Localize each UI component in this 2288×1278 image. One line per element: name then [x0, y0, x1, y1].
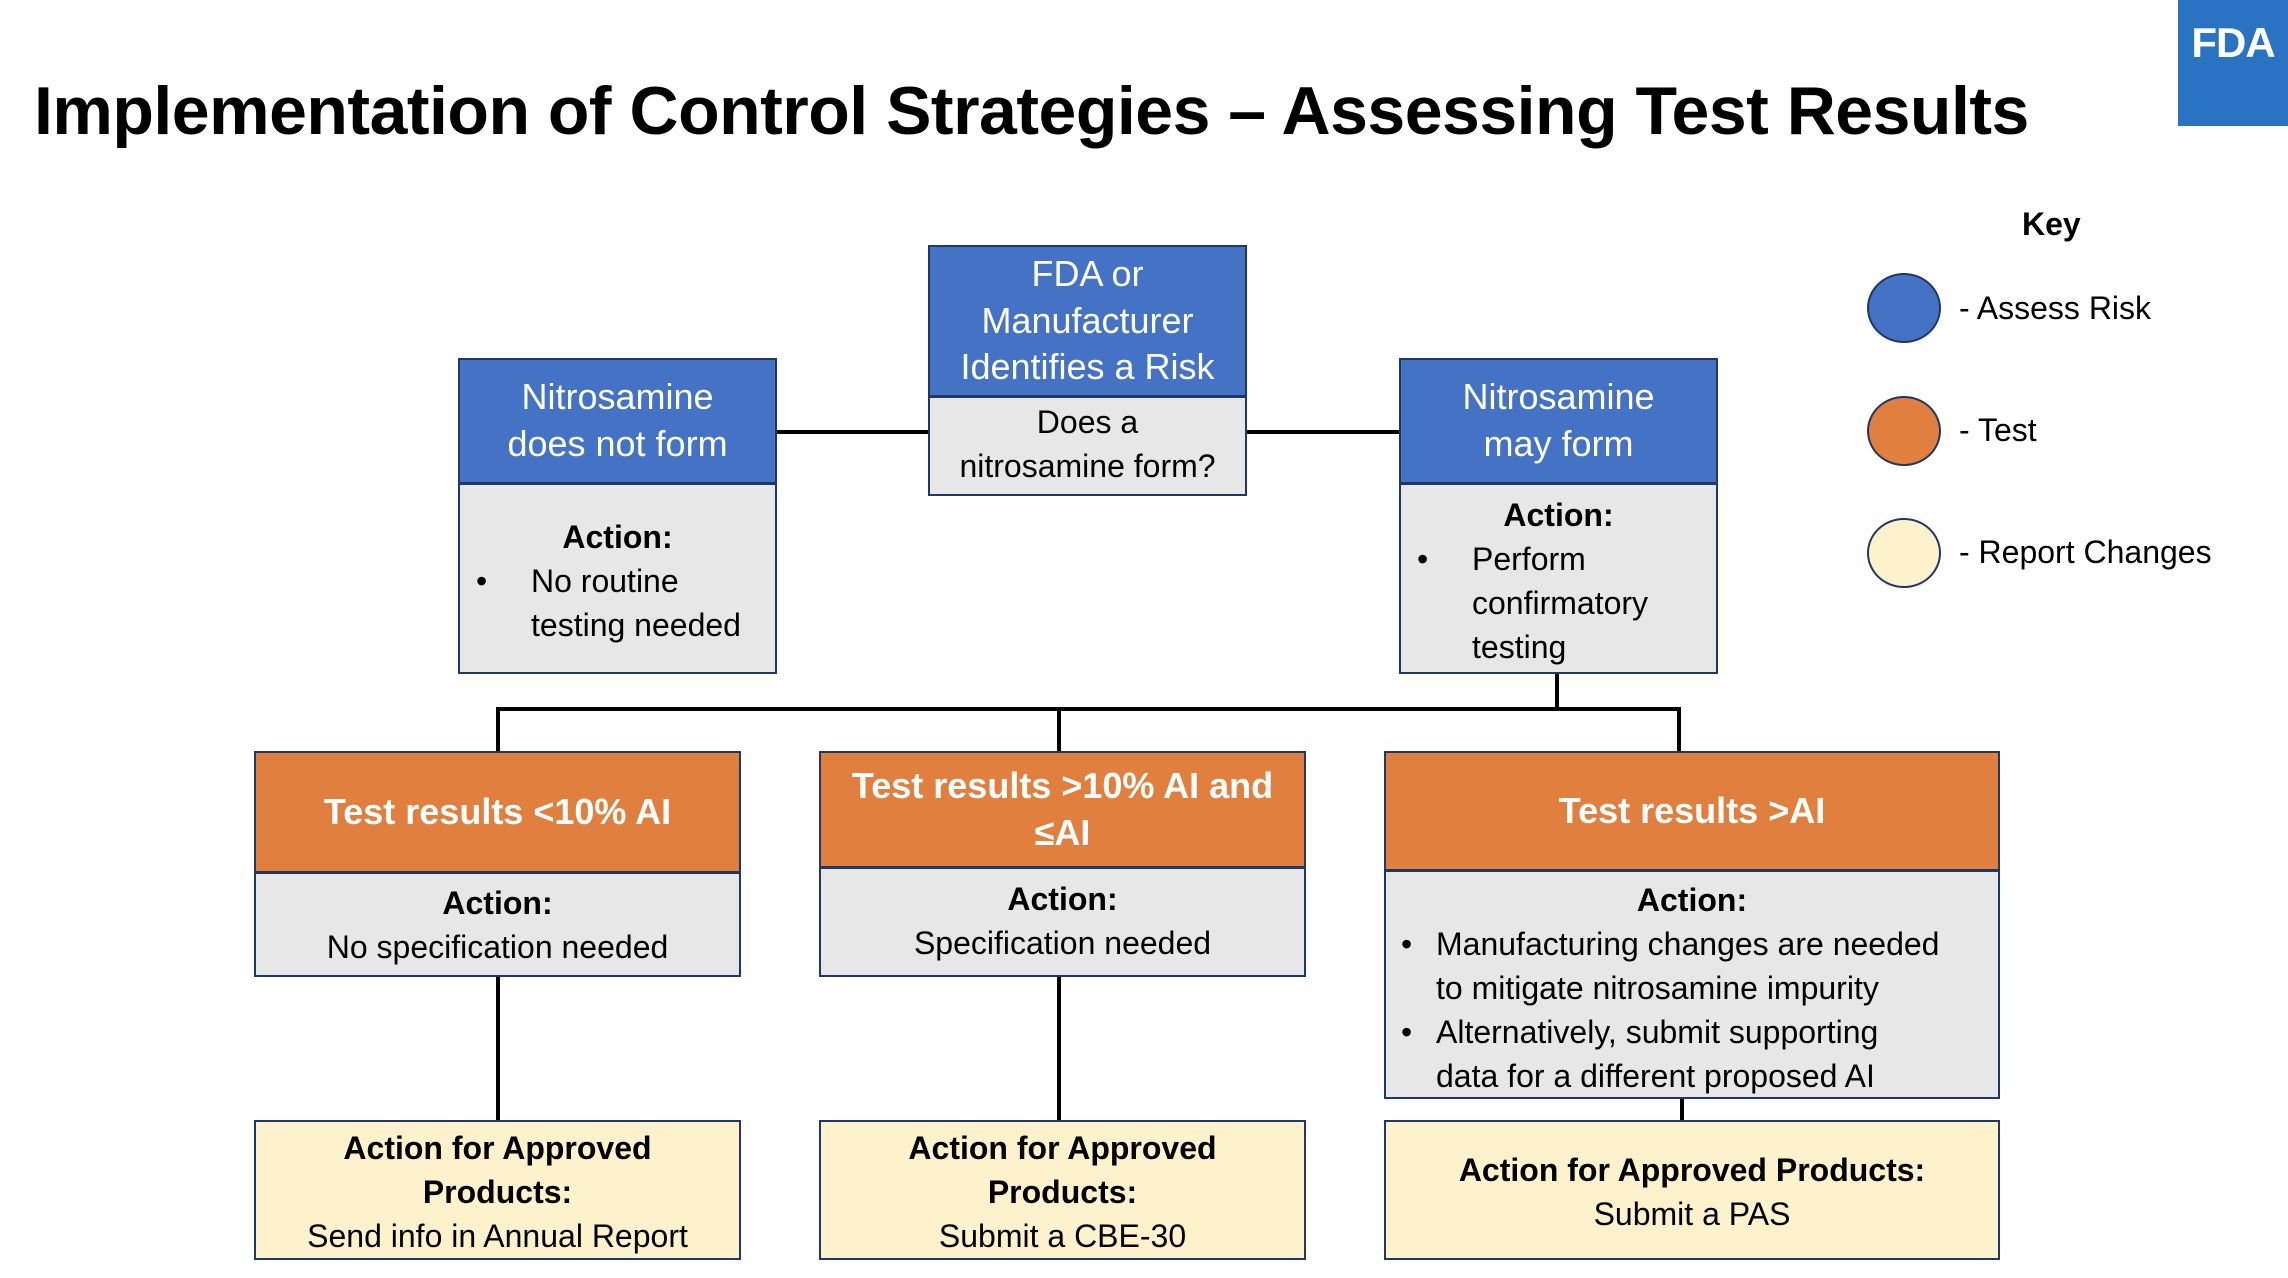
bullet-dot: •: [1417, 541, 1429, 577]
report-text: Submit a PAS: [1593, 1196, 1791, 1232]
question-line: nitrosamine form?: [959, 448, 1216, 484]
header-line: Manufacturer: [981, 299, 1194, 341]
nitrosamine-does-not-form-header: Nitrosamine does not form: [460, 360, 775, 485]
header-line: does not form: [507, 423, 728, 464]
nitrosamine-does-not-form-box: Nitrosamine does not form Action: • No r…: [458, 358, 777, 674]
assess-risk-label: - Assess Risk: [1959, 290, 2152, 326]
header-line: ≤AI: [1034, 811, 1091, 853]
risk-question: Does a nitrosamine form?: [930, 398, 1245, 488]
page-title: Implementation of Control Strategies – A…: [34, 73, 2029, 149]
assess-risk-swatch: [1867, 273, 1941, 343]
action-label: Action:: [562, 519, 673, 555]
bullet-line: confirmatory: [1472, 585, 1649, 621]
header-line: may form: [1483, 423, 1634, 464]
action-bullet: • Manufacturing changes are needed to mi…: [1386, 922, 1998, 1010]
report-high-box: Action for Approved Products: Submit a P…: [1384, 1120, 2000, 1260]
risk-identification-box: FDA or Manufacturer Identifies a Risk Do…: [928, 245, 1247, 496]
report-low-box: Action for Approved Products: Send info …: [254, 1120, 741, 1260]
action-bullet: • Alternatively, submit supporting data …: [1386, 1010, 1998, 1098]
left-action: Action: • No routine testing needed: [460, 485, 775, 647]
connector-to-low: [496, 707, 500, 753]
header-line: Nitrosamine: [1462, 376, 1655, 418]
connector-to-high: [1677, 707, 1681, 753]
bullet-line: Manufacturing changes are needed: [1436, 926, 1940, 962]
right-action: Action: • Perform confirmatory testing: [1401, 485, 1716, 669]
report-low-content: Action for Approved Products: Send info …: [256, 1126, 739, 1258]
test-high-action: Action: • Manufacturing changes are need…: [1386, 872, 1998, 1098]
header-line: Test results >10% AI and: [851, 764, 1274, 806]
bullet-line: data for a different proposed AI: [1436, 1058, 1875, 1094]
test-results-low-box: Test results <10% AI Action: No specific…: [254, 751, 741, 977]
action-bullet: • Perform confirmatory testing: [1401, 537, 1716, 669]
connector-high-report: [1680, 1097, 1684, 1121]
bullet-line: testing needed: [531, 607, 741, 643]
header-line: Nitrosamine: [521, 376, 714, 418]
question-line: Does a: [1036, 404, 1139, 440]
report-text: Send info in Annual Report: [307, 1218, 688, 1254]
bullet-line: Perform: [1472, 541, 1586, 577]
connector-to-mid: [1057, 707, 1061, 753]
report-label-line: Action for Approved: [343, 1130, 652, 1166]
connector-horizontal-bus: [496, 707, 1681, 711]
bullet-line: testing: [1472, 629, 1567, 665]
bullet-line: No routine: [531, 563, 679, 599]
connector-center-left: [776, 430, 928, 434]
header-line: Identifies a Risk: [960, 346, 1215, 388]
bullet-dot: •: [476, 563, 488, 599]
nitrosamine-may-form-box: Nitrosamine may form Action: • Perform c…: [1399, 358, 1718, 674]
action-text: Specification needed: [913, 925, 1212, 961]
connector-right-down: [1555, 673, 1559, 710]
action-text: No specification needed: [326, 929, 669, 965]
bullet-dot: •: [1401, 926, 1413, 962]
report-high-content: Action for Approved Products: Submit a P…: [1386, 1148, 1998, 1236]
risk-identification-header: FDA or Manufacturer Identifies a Risk: [930, 247, 1245, 398]
connector-center-right: [1245, 430, 1401, 434]
report-mid-box: Action for Approved Products: Submit a C…: [819, 1120, 1306, 1260]
report-label-line: Action for Approved: [908, 1130, 1217, 1166]
report-text: Submit a CBE-30: [938, 1218, 1187, 1254]
bullet-line: to mitigate nitrosamine impurity: [1436, 970, 1879, 1006]
report-label: Action for Approved Products:: [1458, 1152, 1926, 1188]
fda-logo: FDA: [2178, 0, 2288, 126]
report-label-line: Products:: [422, 1174, 573, 1210]
bullet-dot: •: [1401, 1014, 1413, 1050]
test-results-high-box: Test results >AI Action: • Manufacturing…: [1384, 751, 2000, 1099]
action-label: Action:: [1007, 881, 1118, 917]
key-title: Key: [2022, 206, 2081, 242]
test-low-action: Action: No specification needed: [256, 874, 739, 969]
report-mid-content: Action for Approved Products: Submit a C…: [821, 1126, 1304, 1258]
connector-low-report: [496, 975, 500, 1121]
header-line: FDA or: [1031, 252, 1144, 294]
action-bullet: • No routine testing needed: [460, 559, 775, 647]
report-label-line: Products:: [987, 1174, 1138, 1210]
test-results-high-header: Test results >AI: [1386, 753, 1998, 872]
action-label: Action:: [1503, 497, 1614, 533]
connector-mid-report: [1057, 975, 1061, 1121]
test-label: - Test: [1959, 412, 2037, 448]
test-results-low-header: Test results <10% AI: [256, 753, 739, 874]
action-label: Action:: [442, 885, 553, 921]
test-swatch: [1867, 396, 1941, 466]
test-results-mid-box: Test results >10% AI and ≤AI Action: Spe…: [819, 751, 1306, 977]
action-label: Action:: [1636, 882, 1748, 918]
bullet-line: Alternatively, submit supporting: [1436, 1014, 1879, 1050]
report-changes-label: - Report Changes: [1959, 534, 2212, 570]
report-changes-swatch: [1867, 518, 1941, 588]
nitrosamine-may-form-header: Nitrosamine may form: [1401, 360, 1716, 485]
test-results-mid-header: Test results >10% AI and ≤AI: [821, 753, 1304, 869]
test-mid-action: Action: Specification needed: [821, 869, 1304, 965]
